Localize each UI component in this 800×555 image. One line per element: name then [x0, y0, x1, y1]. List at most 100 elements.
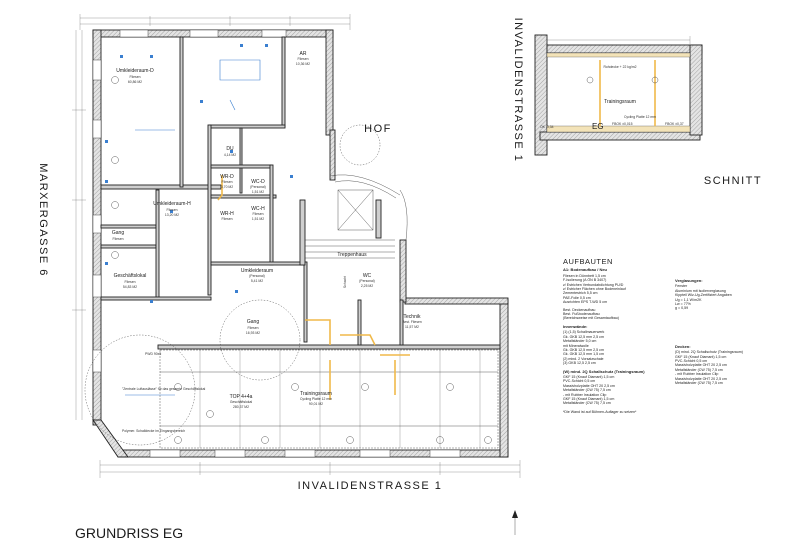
blue-annotations [105, 44, 293, 396]
legend-inner-heading: Innenwände: [563, 323, 588, 329]
outer-walls [92, 29, 509, 458]
room-wr-d: WR-D [220, 174, 234, 180]
svg-text:10,36 M2: 10,36 M2 [296, 62, 310, 66]
legend-row: z/ Estricher Flächen ohne Bodeneinlauf [563, 287, 626, 292]
room-trainingsraum: Trainingsraum [300, 391, 332, 397]
legend-row: F-Isolierung (A ÖN B 3407) [563, 278, 607, 283]
room-geschaeftslokal: Geschäftslokal [114, 273, 147, 279]
north-arrow-icon [512, 510, 518, 535]
svg-text:FBOK ±0,015: FBOK ±0,015 [612, 122, 633, 126]
legend-row: Best. Deckenaufbau [563, 307, 596, 312]
legend-row: mit Mineralwolle [563, 343, 589, 348]
section-room-label: Trainingsraum [604, 99, 636, 105]
legend-row: GKF 15 (Knauf Diamant) 1,5 cm [563, 374, 615, 379]
svg-text:280,37 M2: 280,37 M2 [233, 405, 249, 409]
street-label-bottom: INVALIDENSTRASSE 1 [298, 480, 443, 492]
legend-aufbauten: AUFBAUTEN A1: Bodenaufbau / Neu Fliesen … [563, 257, 683, 414]
legend-row: PVC-Schicht 0,5 cm [675, 359, 708, 364]
svg-text:Fliesen: Fliesen [222, 217, 233, 221]
room-labels: Umkleideraum-D Fliesen 60,86 M2 AR Flies… [112, 51, 422, 409]
legend-row: Best. Fußbodenaufbau [563, 312, 600, 317]
room-top-4-4a: TOP 4+4a [230, 394, 253, 400]
svg-text:Rohdecke + 22 kg/m2: Rohdecke + 22 kg/m2 [603, 65, 636, 69]
svg-text:(Personal): (Personal) [359, 279, 375, 283]
svg-text:Cycling Platte 12 mm: Cycling Platte 12 mm [300, 397, 332, 401]
svg-text:(Personal): (Personal) [250, 185, 266, 189]
svg-text:Best. Fliesen: Best. Fliesen [402, 320, 422, 324]
legend-ceiling-heading: Decken: [675, 343, 691, 349]
section-level-label: EG [592, 122, 604, 131]
legend-row: Metallständer 5,0 cm [563, 339, 597, 344]
svg-text:FBOK ±0,37: FBOK ±0,37 [665, 122, 684, 126]
svg-text:90,01 M2: 90,01 M2 [309, 402, 323, 406]
installation-lines [217, 175, 410, 400]
section-street-label: INVALIDENSTRASSE 1 [512, 18, 524, 163]
legend-row: Ausrichten EPS T-WD 5 cm [563, 300, 608, 305]
room-umkleideraum-personal: Umkleideraum [241, 268, 273, 274]
legend-row: PVC-Schicht 0,5 cm [563, 379, 596, 384]
svg-text:Fliesen: Fliesen [125, 280, 136, 284]
svg-text:Cycling Platte 12 mm: Cycling Platte 12 mm [624, 115, 656, 119]
svg-text:60,86 M2: 60,86 M2 [128, 80, 142, 84]
svg-text:Fliesen: Fliesen [113, 237, 124, 241]
room-technik: Technik [404, 314, 421, 320]
svg-text:(Personal): (Personal) [249, 274, 265, 278]
legend-row: (2) mind. 2 Vorsatzschale [563, 356, 604, 361]
legend-row: Lw = 77% [675, 302, 691, 307]
legend-row: - mit Rubber Insulation Clip [563, 392, 607, 397]
section-title: SCHNITT [704, 175, 762, 187]
room-umkleideraum-h: Umkleideraum-H [153, 201, 191, 207]
room-wc-h: WC-H [251, 206, 265, 212]
legend-row: (D) mind. 2Q Schallschutz (Trainingsraum… [675, 350, 743, 355]
legend-row: GKF 15 (Knauf Diamant) 1,5 cm [675, 354, 727, 359]
legend-row: Gk. GKB 12,5 mm 2,5 cm [563, 347, 604, 352]
svg-text:Fliesen: Fliesen [253, 212, 264, 216]
svg-text:54,83 M2: 54,83 M2 [123, 285, 137, 289]
plan-notes: "Zentrale Luftauslässe" für das gesamte … [122, 352, 206, 433]
legend-row: PAE-Folie 0,5 cm [563, 295, 591, 300]
legend-floor-heading: A1: Bodenaufbau / Neu [563, 267, 608, 273]
legend-row: Ug = 1,1 W/m2K [675, 297, 702, 302]
room-wr-h: WR-H [220, 211, 234, 217]
svg-text:Fliesen: Fliesen [222, 180, 233, 184]
legend-row: Gk. GKB 12,5 mm 2,5 cm [563, 334, 604, 339]
legend-row: (Bereichsweise mit Gesamtaufbau) [563, 316, 619, 321]
grid-markers [111, 76, 492, 444]
room-du: DU [226, 146, 234, 152]
svg-text:OK -0,34: OK -0,34 [540, 125, 554, 129]
left-dimension-chain [72, 30, 86, 420]
room-wc-personal: WC [363, 273, 372, 279]
staircase [84, 124, 408, 446]
note-luftauslaesse: "Zentrale Luftauslässe" für das gesamte … [122, 387, 206, 391]
svg-text:1,51 M2: 1,51 M2 [252, 217, 264, 221]
legend-row: Aluminium mit Isolierverglasung [675, 288, 726, 293]
legend-row: (1) (1,5) Schallmauerwerk [563, 330, 605, 335]
bottom-dimension-chain [99, 460, 521, 478]
svg-text:Fliesen: Fliesen [167, 208, 178, 212]
svg-text:Geschäftslokal: Geschäftslokal [230, 400, 252, 404]
room-ar: AR [300, 51, 307, 57]
note-pwd: PWD 90x5 [145, 352, 161, 356]
legend-row: Gk. GKB 12,5 mm 1,5 cm [563, 352, 604, 357]
legend-row: Massivholzplatte OHT 20 2,5 cm [563, 383, 615, 388]
legend-row: Metallständer (CW 75) 7,5 cm [563, 401, 611, 406]
legend-wall-heading: (W) mind. 2Q Schallschutz (Trainingsraum… [563, 368, 645, 374]
interior-walls [100, 36, 501, 350]
svg-text:11,57 M2: 11,57 M2 [405, 325, 419, 329]
room-wc-d: WC-D [251, 179, 265, 185]
svg-text:Fliesen: Fliesen [248, 326, 259, 330]
room-gang-1: Gang [112, 230, 124, 236]
plan-title: GRUNDRISS EG [75, 525, 183, 541]
legend-row: Massivholzplatte OHT 20 2,5 cm [675, 363, 727, 368]
svg-text:3,70 M2: 3,70 M2 [221, 185, 233, 189]
legend-row: Metallständer (CW 75) 7,5 cm [675, 367, 723, 372]
svg-text:Fliesen: Fliesen [298, 57, 309, 61]
training-hall-grid [159, 349, 499, 449]
legend-title: AUFBAUTEN [563, 257, 613, 266]
legend-row: Kippteil Wlz-Ug-Zertifiziert Angaben [675, 293, 732, 298]
legend-row: GKF 15 (Knauf Diamant) 1,5 cm [563, 396, 615, 401]
svg-text:2,25 M2: 2,25 M2 [361, 284, 373, 288]
room-umkleideraum-d: Umkleideraum-D [116, 68, 154, 74]
legend-row: Fenster [675, 284, 688, 289]
